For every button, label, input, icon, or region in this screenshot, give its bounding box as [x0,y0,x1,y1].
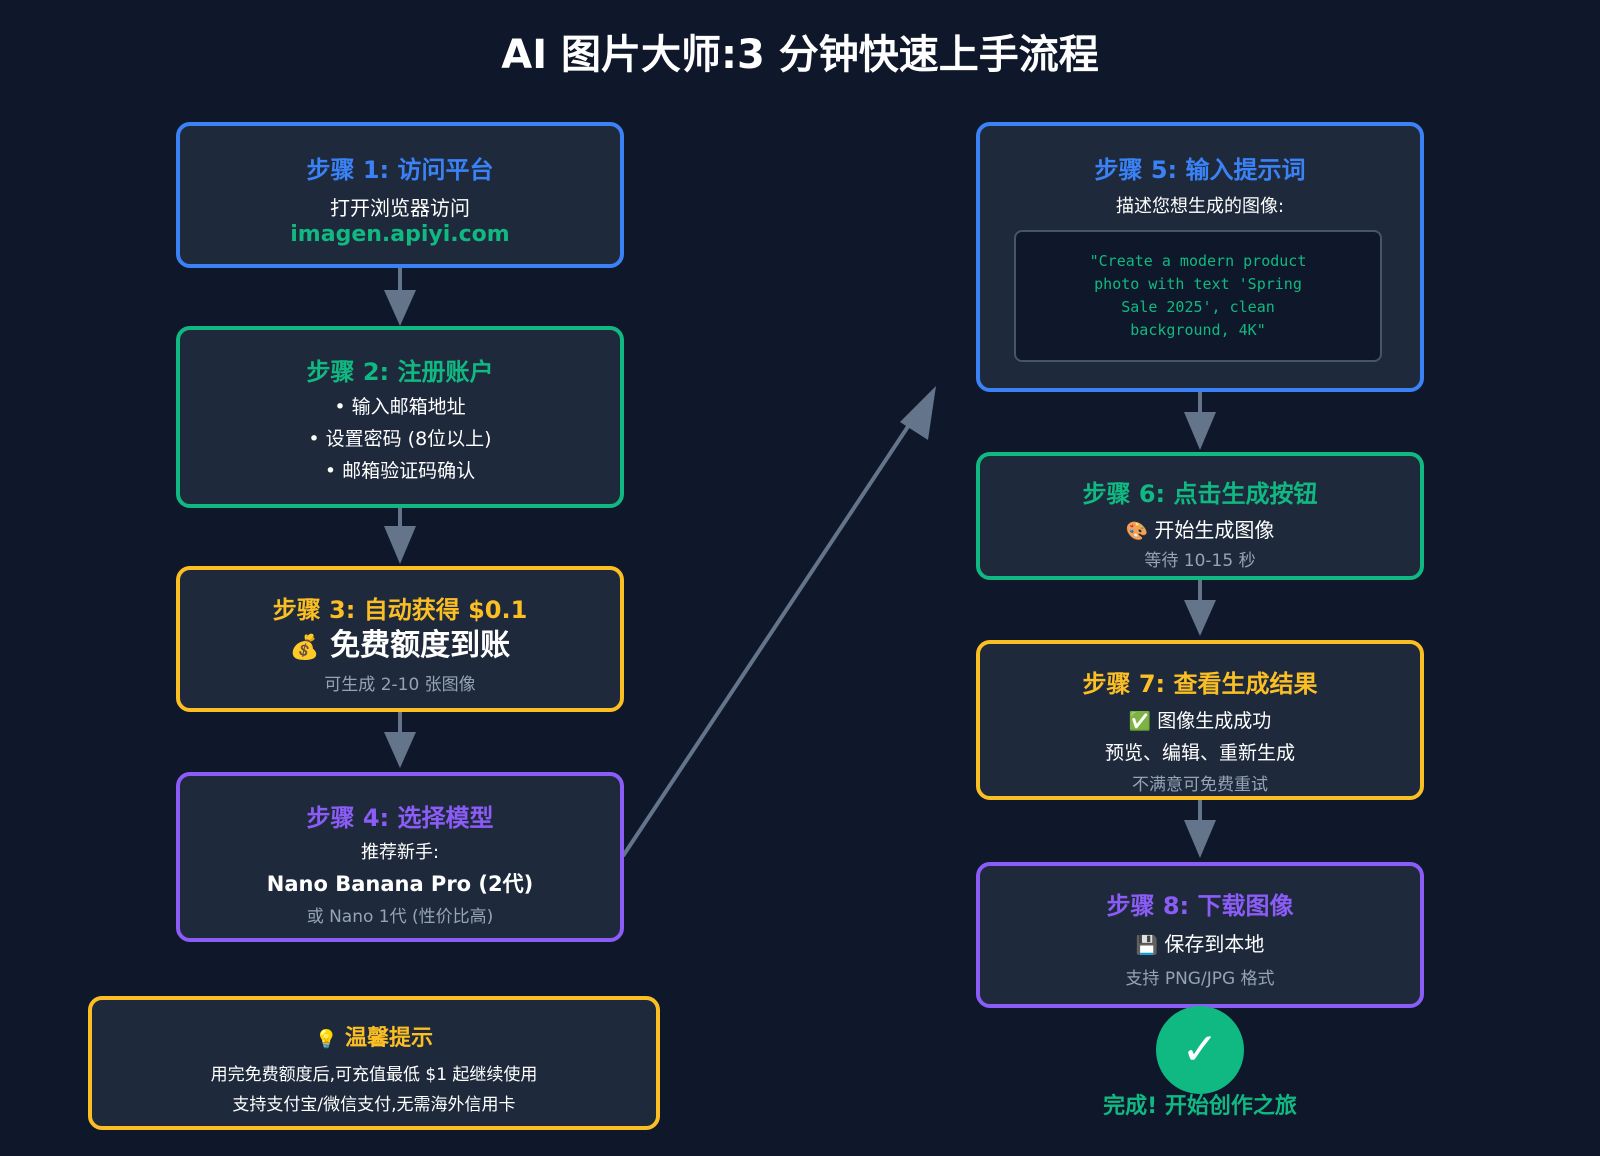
arrow-step4-to-step5 [621,386,936,858]
arrow-step5-to-step6 [1184,392,1216,450]
lightbulb-icon: 💡 [314,1029,338,1050]
arrow-step7-to-step8 [1184,800,1216,858]
step-1-box: 步骤 1: 访问平台 打开浏览器访问 imagen.apiyi.com [176,122,624,268]
floppy-disk-icon: 💾 [1135,935,1159,956]
step-8-note: 支持 PNG/JPG 格式 [1125,969,1275,989]
step-4-text: 推荐新手: [360,842,440,863]
prompt-line-4: background, 4K" [1130,321,1266,339]
step-1-text: 打开浏览器访问 [330,196,470,220]
tip-line-1: 用完免费额度后,可充值最低 $1 起继续使用 [210,1065,538,1085]
step-5-text: 描述您想生成的图像: [1115,196,1285,217]
step-5-title: 步骤 5: 输入提示词 [1094,156,1306,184]
step-4-model: Nano Banana Pro (2代) [266,872,534,896]
tip-box: 💡 温馨提示 用完免费额度后,可充值最低 $1 起继续使用 支持支付宝/微信支付… [88,996,660,1130]
prompt-line-3: Sale 2025', clean [1121,298,1275,316]
prompt-line-2: photo with text 'Spring [1094,275,1302,293]
step-6-text-row: 🎨 开始生成图像 [980,514,1420,543]
step-6-title: 步骤 6: 点击生成按钮 [1082,480,1318,508]
step-4-title: 步骤 4: 选择模型 [306,804,494,832]
step-5-box: 步骤 5: 输入提示词 描述您想生成的图像: "Create a modern … [976,122,1424,392]
arrow-step2-to-step3 [384,508,416,564]
step-4-box: 步骤 4: 选择模型 推荐新手: Nano Banana Pro (2代) 或 … [176,772,624,942]
check-mark-icon: ✅ [1128,711,1152,732]
money-bag-icon: 💰 [289,633,320,661]
step-3-note: 可生成 2-10 张图像 [324,675,476,695]
step-7-note: 不满意可免费重试 [1132,775,1268,795]
step-1-url: imagen.apiyi.com [290,222,510,247]
palette-icon: 🎨 [1125,521,1149,542]
step-6-text: 开始生成图像 [1154,518,1275,542]
step-1-title: 步骤 1: 访问平台 [306,156,494,184]
step-8-text: 保存到本地 [1164,932,1265,956]
step-3-highlight: 免费额度到账 [330,628,511,663]
page-title: AI 图片大师:3 分钟快速上手流程 [501,32,1099,78]
arrow-step3-to-step4 [384,712,416,768]
step-7-title: 步骤 7: 查看生成结果 [1082,670,1318,698]
step-3-highlight-row: 💰 免费额度到账 [180,620,620,664]
arrow-step6-to-step7 [1184,580,1216,636]
step-4-note: 或 Nano 1代 (性价比高) [306,907,494,927]
arrow-step1-to-step2 [384,268,416,326]
step-7-actions: 预览、编辑、重新生成 [1104,742,1295,764]
step-8-box: 步骤 8: 下载图像 💾 保存到本地 支持 PNG/JPG 格式 [976,862,1424,1008]
prompt-line-1: "Create a modern product [1089,252,1307,270]
step-3-box: 步骤 3: 自动获得 $0.1 💰 免费额度到账 可生成 2-10 张图像 [176,566,624,712]
step-3-title: 步骤 3: 自动获得 $0.1 [272,596,528,624]
step-2-bullet-3: • 邮箱验证码确认 [324,460,476,482]
done-check-icon: ✓ [1156,1006,1244,1094]
done-label: 完成! 开始创作之旅 [1103,1094,1297,1119]
step-7-text-row: ✅ 图像生成成功 [980,706,1420,733]
step-8-text-row: 💾 保存到本地 [980,928,1420,957]
step-7-box: 步骤 7: 查看生成结果 ✅ 图像生成成功 预览、编辑、重新生成 不满意可免费重… [976,640,1424,800]
prompt-example-box: "Create a modern product photo with text… [1014,230,1382,362]
step-2-bullet-2: • 设置密码 (8位以上) [308,428,492,450]
step-6-note: 等待 10-15 秒 [1144,551,1256,571]
tip-title-row: 💡 温馨提示 [92,1020,656,1052]
step-7-text: 图像生成成功 [1157,710,1272,732]
tip-line-2: 支持支付宝/微信支付,无需海外信用卡 [232,1095,516,1115]
step-2-box: 步骤 2: 注册账户 • 输入邮箱地址 • 设置密码 (8位以上) • 邮箱验证… [176,326,624,508]
step-8-title: 步骤 8: 下载图像 [1106,892,1294,920]
step-2-bullet-1: • 输入邮箱地址 [334,396,466,418]
tip-title: 温馨提示 [345,1026,434,1051]
step-6-box: 步骤 6: 点击生成按钮 🎨 开始生成图像 等待 10-15 秒 [976,452,1424,580]
step-2-title: 步骤 2: 注册账户 [306,358,494,386]
